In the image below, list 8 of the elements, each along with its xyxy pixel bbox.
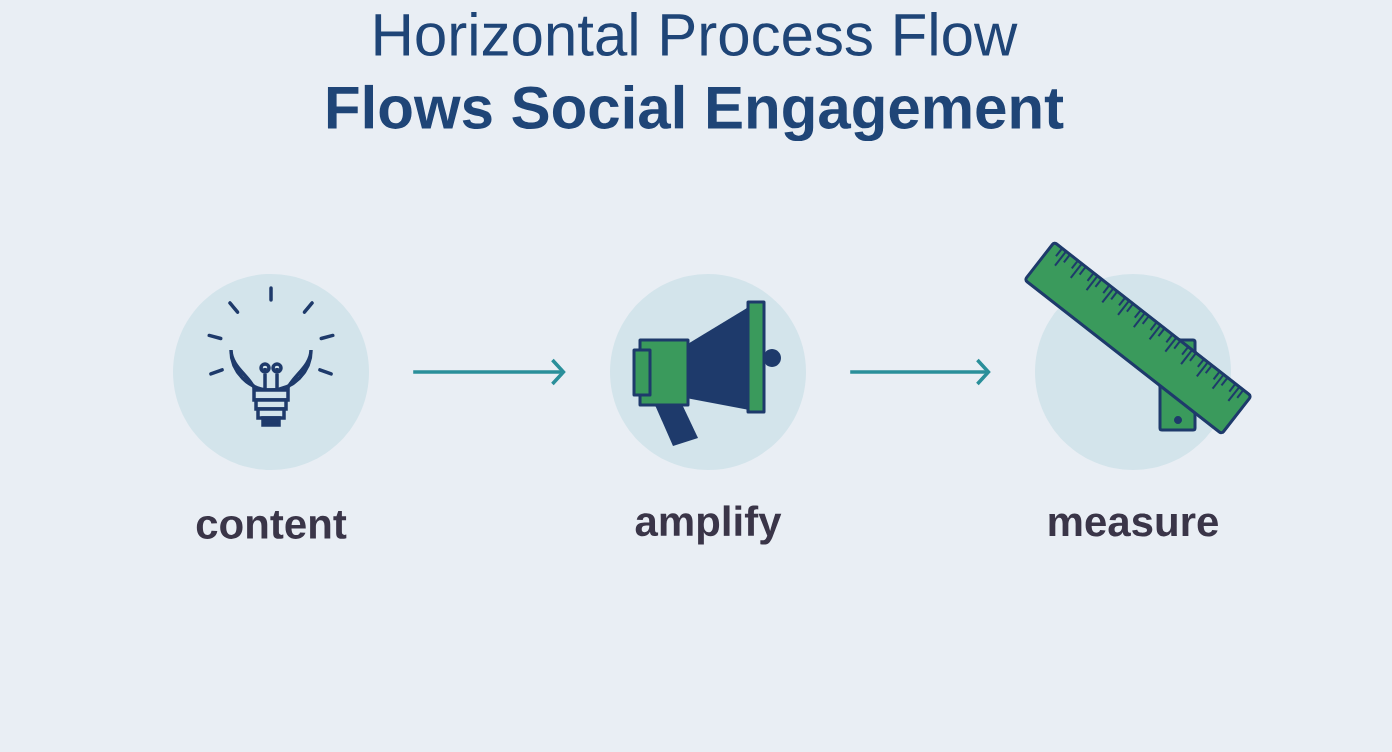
node-label: amplify bbox=[635, 505, 782, 545]
step-node: content bbox=[173, 274, 369, 539]
node-label: content bbox=[196, 511, 347, 539]
subtitle: Flows Social Engagement bbox=[327, 84, 1064, 142]
arrow bbox=[413, 358, 566, 386]
title: Horizontal Process Flow bbox=[375, 11, 1018, 56]
arrow bbox=[850, 358, 991, 386]
node-label: measure bbox=[1049, 513, 1218, 537]
